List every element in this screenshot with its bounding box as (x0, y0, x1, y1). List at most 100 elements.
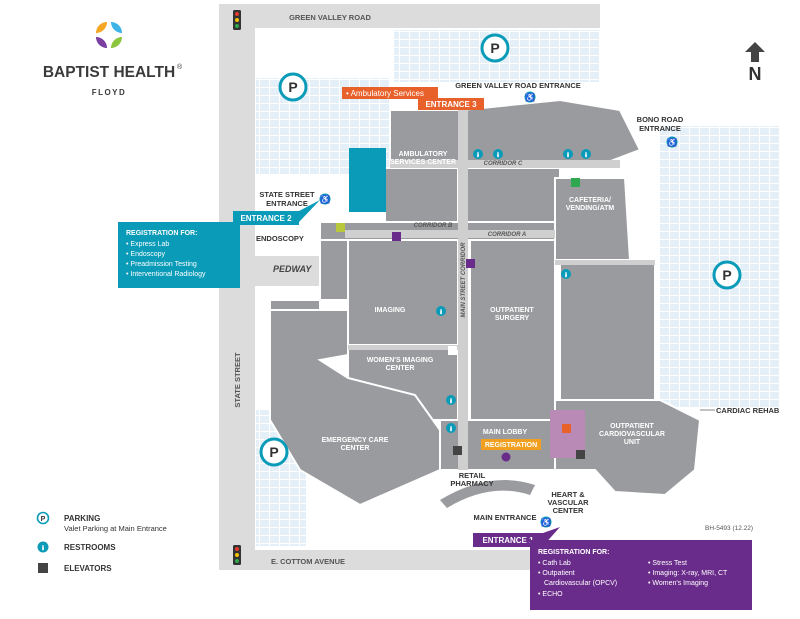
imaging-label: IMAGING (375, 307, 406, 314)
svg-text:REGISTRATION: REGISTRATION (485, 442, 537, 449)
svg-text:RESTROOMS: RESTROOMS (64, 543, 116, 552)
svg-text:• Stress Test: • Stress Test (648, 560, 687, 567)
svg-text:P: P (269, 444, 278, 460)
heart-vascular-label-2: VASCULAR (547, 498, 589, 507)
svg-text:ENTRANCE 2: ENTRANCE 2 (240, 214, 292, 223)
svg-text:• Express Lab: • Express Lab (126, 241, 169, 248)
green-valley-road-label: GREEN VALLEY ROAD (289, 13, 371, 22)
retail-pharmacy-label-2: PHARMACY (450, 479, 493, 488)
legend: P PARKING Valet Parking at Main Entrance… (36, 511, 167, 573)
logo-registered: ® (177, 63, 183, 71)
parking-icon (36, 511, 50, 525)
corridor-c-label: CORRIDOR C (484, 161, 523, 167)
cafeteria-label-2: VENDING/ATM (566, 205, 615, 212)
wheelchair-icon: ♿ (319, 193, 331, 205)
bono-entrance-label-1: BONO ROAD (637, 115, 684, 124)
wheelchair-icon: ♿ (540, 516, 552, 528)
elevator-icon (571, 178, 580, 187)
svg-text:REGISTRATION FOR:: REGISTRATION FOR: (126, 230, 197, 237)
main-lobby-label: MAIN LOBBY (483, 429, 528, 436)
heart-vascular-label-1: HEART & (551, 490, 585, 499)
north-arrow-icon (745, 42, 765, 62)
ambulatory-label-1: AMBULATORY (399, 151, 448, 158)
svg-text:P: P (41, 516, 46, 523)
svg-text:ⅱ: ⅱ (585, 151, 588, 159)
outpatient-surgery-building (469, 239, 556, 421)
cafeteria-building (554, 177, 632, 261)
traffic-light-north (233, 10, 241, 30)
elevator-icon (448, 346, 457, 355)
svg-text:P: P (490, 40, 499, 56)
svg-text:ⅱ: ⅱ (477, 151, 480, 159)
svg-text:♿: ♿ (525, 92, 535, 102)
callout-lobby-registration: REGISTRATION (481, 439, 541, 450)
outpatient-surgery-label-2: SURGERY (495, 315, 530, 322)
womens-imaging-label-1: WOMEN'S IMAGING (367, 357, 434, 364)
svg-text:N: N (749, 64, 762, 84)
bono-entrance-label-2: ENTRANCE (639, 124, 681, 133)
svg-text:• Ambulatory Services: • Ambulatory Services (346, 89, 424, 98)
legend-parking: P PARKING Valet Parking at Main Entrance (36, 511, 167, 533)
legend-elevators: ELEVATORS (38, 563, 112, 573)
svg-text:REGISTRATION FOR:: REGISTRATION FOR: (538, 549, 609, 556)
elevator-icon (336, 223, 345, 232)
svg-text:♿: ♿ (320, 194, 330, 204)
restroom-icon: ⅱ (493, 149, 503, 159)
restroom-icon (37, 541, 49, 553)
callout-entrance-1: ENTRANCE 1 REGISTRATION FOR: • Cath Lab … (473, 527, 752, 610)
restroom-icon: ⅱ (436, 306, 446, 316)
elevator-icon (576, 450, 585, 459)
elevator-icon (466, 259, 475, 268)
wheelchair-icon: ♿ (666, 136, 678, 148)
restroom-icon: ⅱ (563, 149, 573, 159)
opcv-label-1: OUTPATIENT (610, 423, 654, 430)
parking-marker-southwest: P (259, 437, 289, 467)
imaging-corridor-strip (348, 345, 458, 350)
elevator-icons (336, 178, 585, 459)
svg-text:ENTRANCE 1: ENTRANCE 1 (482, 536, 534, 545)
east-wing (559, 259, 656, 401)
svg-text:PARKING: PARKING (64, 514, 100, 523)
main-entrance-label: MAIN ENTRANCE (474, 513, 537, 522)
restroom-icon: ⅱ (446, 423, 456, 433)
opcv-label-3: UNIT (624, 439, 641, 446)
north-arrow: N (745, 42, 765, 84)
elevator-icon (562, 424, 571, 433)
main-entrance-canopy-inner (469, 473, 513, 481)
svg-text:ⅱ: ⅱ (450, 397, 453, 405)
corridor-c-strip (390, 160, 620, 168)
womens-imaging-label-2: CENTER (386, 365, 415, 372)
cafeteria-label-1: CAFETERIA/ (569, 197, 611, 204)
outpatient-cardiovascular-building (554, 399, 702, 497)
state-entrance-label-2: ENTRANCE (266, 199, 308, 208)
svg-text:• Interventional Radiology: • Interventional Radiology (126, 271, 206, 278)
retail-pharmacy-label-1: RETAIL (459, 471, 486, 480)
corridor-b-label: CORRIDOR B (414, 223, 453, 229)
corridors (345, 110, 655, 470)
restroom-icon: ⅱ (581, 149, 591, 159)
baptist-health-logo: BAPTIST HEALTH ® FLOYD (43, 22, 183, 97)
restroom-icon: ⅱ (561, 269, 571, 279)
svg-text:♿: ♿ (541, 517, 551, 527)
svg-text:P: P (722, 267, 731, 283)
restroom-icon: ⅱ (446, 395, 456, 405)
svg-text:• Women's Imaging: • Women's Imaging (648, 580, 708, 587)
opcv-label-2: CARDIOVASCULAR (599, 431, 665, 438)
main-street-corridor (458, 110, 468, 470)
svg-text:ENTRANCE 3: ENTRANCE 3 (425, 100, 477, 109)
parking-marker-west: P (278, 72, 308, 102)
svg-text:Cardiovascular (OPCV): Cardiovascular (OPCV) (544, 580, 617, 587)
svg-text:• Imaging: X-ray, MRI, CT: • Imaging: X-ray, MRI, CT (648, 570, 728, 577)
traffic-light-south (233, 545, 241, 565)
svg-text:ⅱ: ⅱ (450, 425, 453, 433)
svg-text:ELEVATORS: ELEVATORS (64, 564, 112, 573)
corridor-a-label: CORRIDOR A (488, 232, 526, 238)
heart-vascular-label-3: CENTER (553, 506, 584, 515)
svg-text:♿: ♿ (667, 137, 677, 147)
callout-entrance-3: • Ambulatory Services ENTRANCE 3 (342, 87, 484, 110)
elevator-icon (38, 563, 48, 573)
svg-text:ⅱ: ⅱ (567, 151, 570, 159)
cottom-avenue-road (219, 550, 530, 570)
endoscopy-label: ENDOSCOPY (256, 234, 304, 243)
